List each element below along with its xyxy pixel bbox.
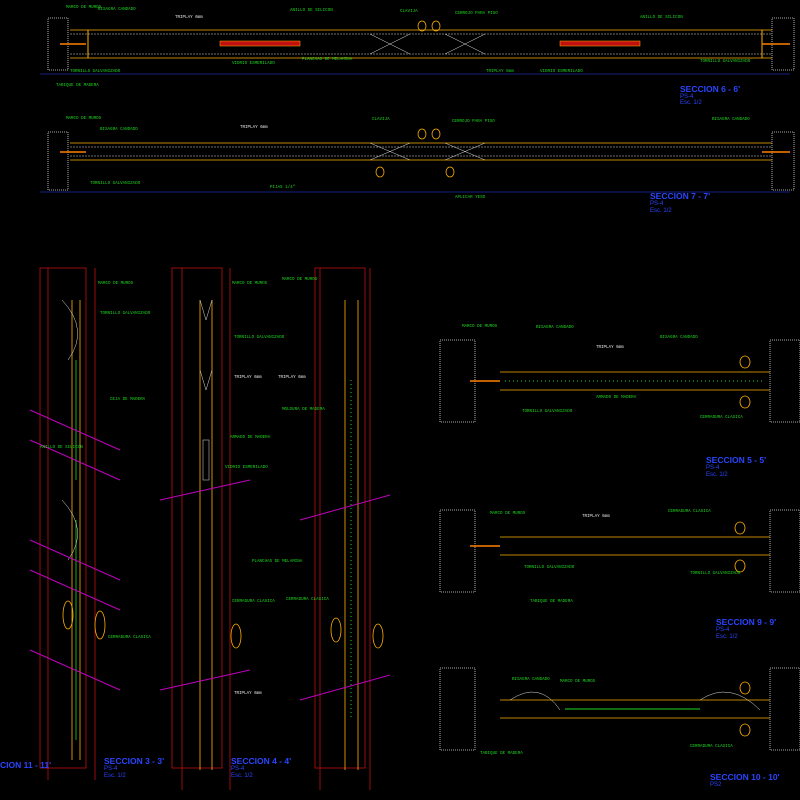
label-bisagra-7: BISAGRA CANDADO — [100, 128, 138, 132]
section-9-code: PS-4 — [716, 627, 730, 633]
section-7-scale: Esc. 1/2 — [650, 208, 672, 214]
label-clavija: CLAVIJA — [400, 10, 418, 14]
label-bisagra-5: BISAGRA CANDADO — [536, 326, 574, 330]
section-4-title: SECCION 4 - 4' — [231, 756, 292, 766]
label-cerradura-5: CERRADURA CLASICA — [700, 416, 743, 420]
section-6-title: SECCION 6 - 6' — [680, 84, 741, 94]
label-triplay-4: TRIPLAY 6mm — [278, 376, 306, 380]
label-triplay-9: TRIPLAY 6mm — [582, 515, 610, 519]
section-9-drawing — [439, 509, 800, 593]
label-marco-muro: MARCO DE MUROS — [66, 6, 102, 10]
label-marco-3: MARCO DE MUROS — [232, 282, 268, 286]
label-marco-11: MARCO DE MUROS — [98, 282, 134, 286]
label-moldura-4: MOLDURA DE MADERA — [282, 408, 325, 412]
label-anillo-11: ANILLO DE SILICON — [40, 446, 83, 450]
section-10-title: SECCION 10 - 10' — [710, 772, 780, 782]
section-5-title: SECCION 5 - 5' — [706, 455, 767, 465]
label-triplay-6: TRIPLAY 6mm — [486, 70, 514, 74]
section-7-title: SECCION 7 - 7' — [650, 191, 711, 201]
label-anillo-silicon: ANILLO DE SILICON — [290, 9, 333, 13]
label-tornillo-2: TORNILLO GALVANIZADO — [700, 60, 751, 64]
section-3-drawing — [159, 267, 251, 790]
label-bisagra-7b: BISAGRA CANDADO — [712, 118, 750, 122]
section-6-drawing — [40, 17, 795, 75]
label-tornillo-9b: TORNILLO GALVANIZADO — [690, 572, 741, 576]
section-4-drawing — [299, 267, 391, 790]
label-aplicar-7: APLICAR YESO — [455, 196, 486, 200]
label-cerradura-3: CERRADURA CLASICA — [232, 600, 275, 604]
label-bisagra-10: BISAGRA CANDADO — [512, 678, 550, 682]
label-planchas-4: PLANCHAS DE MELAMINA — [252, 560, 303, 564]
section-9-title: SECCION 9 - 9' — [716, 617, 777, 627]
label-cerrojo: CERROJO PARA PISO — [455, 12, 498, 16]
label-cerradura-4: CERRADURA CLASICA — [286, 598, 329, 602]
label-triplay-top: TRIPLAY 6mm — [175, 16, 203, 20]
label-tornillo-9: TORNILLO GALVANIZADO — [524, 566, 575, 570]
label-planchas: PLANCHAS DE MELAMINA — [302, 58, 353, 62]
label-vidrio: VIDRIO ESMERILADO — [232, 62, 275, 66]
section-3-scale: Esc. 1/2 — [104, 773, 126, 779]
label-marco-4: MARCO DE MUROS — [282, 278, 318, 282]
label-marco-10: MARCO DE MUROS — [560, 680, 596, 684]
label-tornillo-3: TORNILLO GALVANIZADO — [234, 336, 285, 340]
section-11-drawing — [29, 267, 121, 780]
section-11-title: CION 11 - 11' — [0, 760, 52, 770]
label-tornillo-5: TORNILLO GALVANIZADO — [522, 410, 573, 414]
label-triplay-3: TRIPLAY 6mm — [234, 376, 262, 380]
label-cerradura-10: CERRADURA CLASICA — [690, 745, 733, 749]
label-tabique-9: TABIQUE DE MADERA — [530, 600, 573, 604]
section-5-code: PS-4 — [706, 465, 720, 471]
section-5-drawing — [439, 339, 800, 423]
label-cerradura-11: CERRADURA CLASICA — [108, 636, 151, 640]
label-vidrio-2: VIDRIO ESMERILADO — [540, 70, 583, 74]
label-ceja-11: CEJA DE MADERA — [110, 398, 146, 402]
section-5-scale: Esc. 1/2 — [706, 472, 728, 478]
section-7-drawing — [40, 128, 795, 193]
label-bisagra: BISAGRA CANDADO — [98, 8, 136, 12]
label-tornillo-11: TORNILLO GALVANIZADO — [100, 312, 151, 316]
label-armado-3: ARMADO DE MADERA — [230, 436, 271, 440]
label-marco-muro-7: MARCO DE MUROS — [66, 117, 102, 121]
label-tornillo-7: TORNILLO GALVANIZADO — [90, 182, 141, 186]
section-10-code: PS2 — [710, 782, 722, 788]
label-triplay-5: TRIPLAY 6mm — [596, 346, 624, 350]
label-marco-9: MARCO DE MUROS — [490, 512, 526, 516]
label-cerradura-9: CERRADURA CLASICA — [668, 510, 711, 514]
section-6-scale: Esc. 1/2 — [680, 100, 702, 106]
label-tornillo: TORNILLO GALVANIZADO — [70, 70, 121, 74]
label-clavija-7: CLAVIJA — [372, 118, 390, 122]
label-triplay-7: TRIPLAY 6mm — [240, 126, 268, 130]
label-tabique-10: TABIQUE DE MADERA — [480, 752, 523, 756]
label-pijas-7: PIJAS 1/4" — [270, 186, 296, 190]
label-anillo-silicon-2: ANILLO DE SILICON — [640, 16, 683, 20]
section-10-drawing — [439, 667, 800, 751]
label-marco-5: MARCO DE MUROS — [462, 325, 498, 329]
label-vidrio-3: VIDRIO ESMERILADO — [225, 466, 268, 470]
label-triplay-3b: TRIPLAY 6mm — [234, 692, 262, 696]
label-cerrojo-7: CERROJO PARA PISO — [452, 120, 495, 124]
label-armado-5: ARMADO DE MADERA — [596, 396, 637, 400]
label-bisagra-5b: BISAGRA CANDADO — [660, 336, 698, 340]
label-tabique: TABIQUE DE MADERA — [56, 84, 99, 88]
section-6-code: PS-4 — [680, 94, 694, 100]
section-7-code: PS-4 — [650, 201, 664, 207]
section-4-code: PS-4 — [231, 766, 245, 772]
section-3-title: SECCION 3 - 3' — [104, 756, 165, 766]
section-4-scale: Esc. 1/2 — [231, 773, 253, 779]
section-9-scale: Esc. 1/2 — [716, 634, 738, 640]
section-3-code: PS-4 — [104, 766, 118, 772]
